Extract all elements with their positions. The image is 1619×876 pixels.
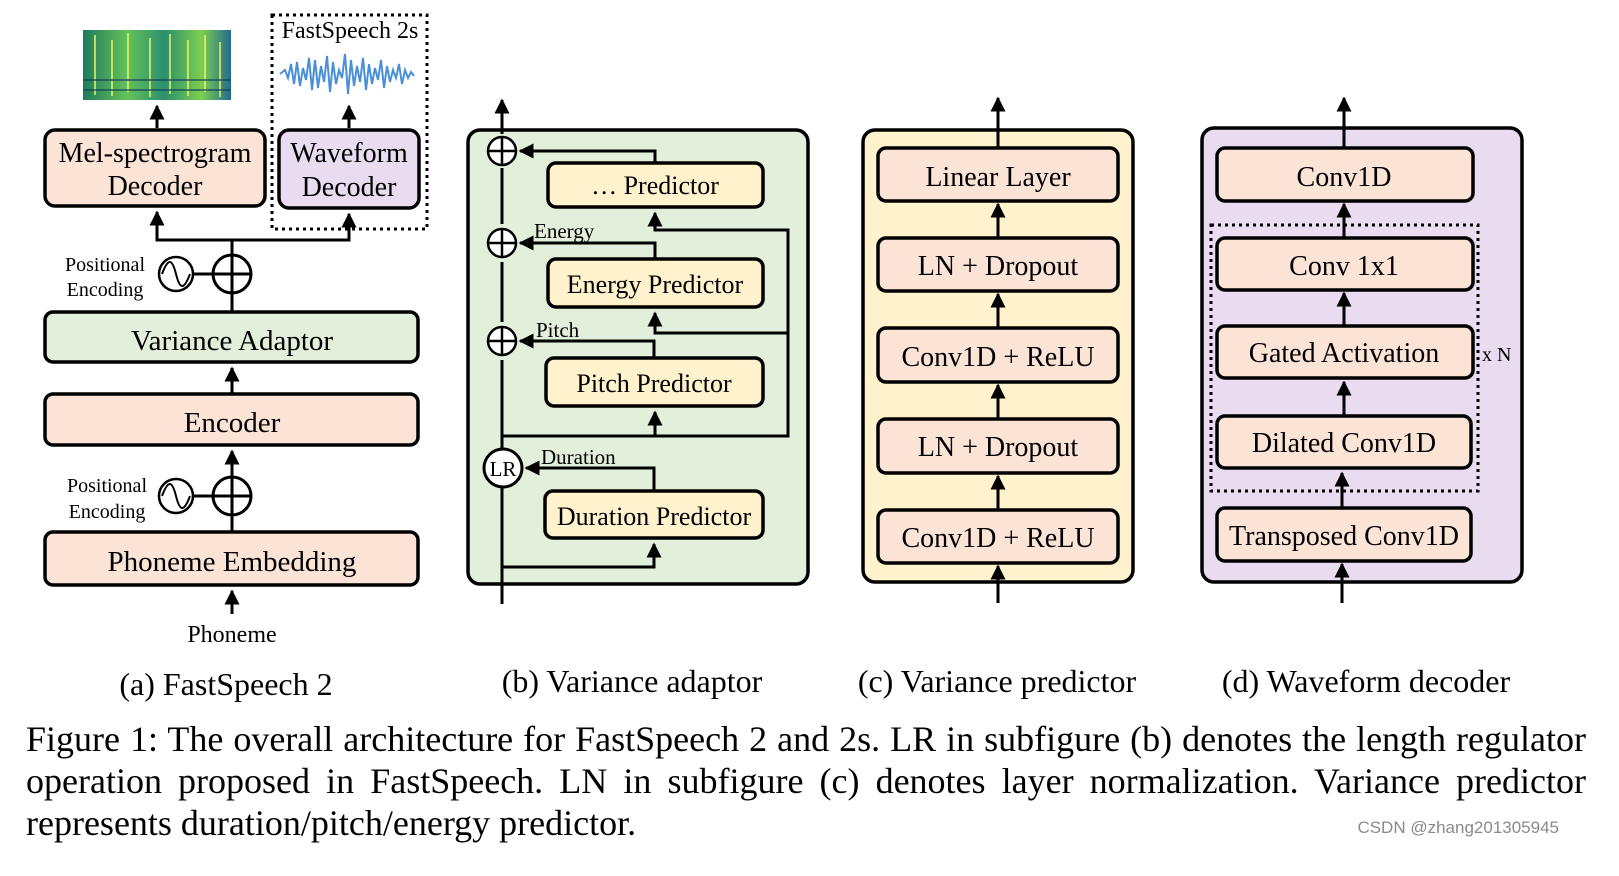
add-icon bbox=[211, 475, 253, 517]
add-icon bbox=[486, 227, 518, 259]
sine-icon bbox=[157, 255, 195, 293]
encoder-box bbox=[43, 392, 420, 447]
energy-edge-label: Energy bbox=[534, 219, 595, 243]
ln-dropout-label-1: LN + Dropout bbox=[918, 251, 1079, 282]
add-icon bbox=[486, 325, 518, 357]
conv1d-relu-label-2: Conv1D + ReLU bbox=[901, 523, 1094, 554]
duration-edge-label: Duration bbox=[541, 445, 616, 469]
watermark: CSDN @zhang201305945 bbox=[1357, 818, 1559, 837]
energy-predictor-label: Energy Predictor bbox=[567, 270, 744, 299]
phoneme-input-label: Phoneme bbox=[187, 622, 276, 648]
caption-a: (a) FastSpeech 2 bbox=[119, 666, 332, 702]
duration-predictor-label: Duration Predictor bbox=[557, 502, 752, 531]
dots-predictor-label: … Predictor bbox=[591, 171, 719, 200]
lr-label: LR bbox=[490, 457, 517, 481]
repeat-count-label: x N bbox=[1482, 344, 1511, 366]
phoneme-embedding-label: Phoneme Embedding bbox=[108, 546, 357, 578]
conv1x1-label: Conv 1x1 bbox=[1289, 251, 1399, 282]
fastspeech2s-frame bbox=[270, 13, 429, 231]
panel-d-waveform-decoder: Transposed Conv1D x N Dilated Conv1D Gat… bbox=[1200, 96, 1524, 699]
figure-caption: Figure 1: The overall architecture for F… bbox=[26, 719, 1586, 843]
mel-spectrogram-image bbox=[83, 30, 231, 100]
panel-a-fastspeech2: FastSpeech 2s Mel-spectrogram Decoder Wa… bbox=[43, 13, 429, 702]
conv1d-label: Conv1D bbox=[1297, 162, 1392, 193]
variance-adaptor-box bbox=[43, 310, 420, 364]
pitch-predictor-label: Pitch Predictor bbox=[576, 369, 732, 398]
positional-encoding-lower-2: Encoding bbox=[69, 501, 146, 523]
pitch-edge-label: Pitch bbox=[536, 318, 580, 342]
linear-layer-label: Linear Layer bbox=[925, 162, 1071, 193]
positional-encoding-lower-1: Positional bbox=[67, 475, 147, 497]
waveform-image bbox=[279, 53, 415, 95]
mel-decoder-label-2: Decoder bbox=[108, 171, 204, 202]
transposed-conv1d-label: Transposed Conv1D bbox=[1229, 521, 1459, 552]
gated-activation-label: Gated Activation bbox=[1249, 338, 1440, 369]
caption-c: (c) Variance predictor bbox=[858, 663, 1137, 699]
mel-spectrogram-decoder-box bbox=[43, 128, 267, 208]
caption-d: (d) Waveform decoder bbox=[1222, 663, 1511, 699]
architecture-figure: FastSpeech 2s Mel-spectrogram Decoder Wa… bbox=[43, 13, 1524, 702]
length-regulator-node bbox=[482, 447, 524, 489]
mel-decoder-label-1: Mel-spectrogram bbox=[59, 138, 252, 169]
ln-dropout-label-2: LN + Dropout bbox=[918, 432, 1079, 463]
phoneme-embedding-box bbox=[43, 530, 420, 587]
encoder-label: Encoder bbox=[184, 407, 281, 439]
caption-b: (b) Variance adaptor bbox=[502, 663, 763, 699]
panel-c-variance-predictor: Conv1D + ReLU LN + Dropout Conv1D + ReLU… bbox=[858, 96, 1137, 699]
fastspeech2s-label: FastSpeech 2s bbox=[282, 18, 419, 44]
variance-adaptor-label: Variance Adaptor bbox=[131, 325, 333, 357]
panel-b-variance-adaptor: LR … Predictor Energy Predictor Energy P… bbox=[466, 98, 810, 699]
waveform-decoder-label-2: Decoder bbox=[302, 172, 398, 203]
waveform-decoder-box bbox=[277, 128, 421, 210]
waveform-decoder-label-1: Waveform bbox=[290, 138, 408, 169]
sine-icon bbox=[157, 477, 195, 515]
dilated-conv1d-label: Dilated Conv1D bbox=[1252, 428, 1436, 459]
add-icon bbox=[211, 253, 253, 295]
add-icon bbox=[486, 135, 518, 167]
positional-encoding-upper-2: Encoding bbox=[67, 279, 144, 301]
transposed-conv1d-box bbox=[1215, 506, 1473, 563]
conv1d-relu-label-1: Conv1D + ReLU bbox=[901, 342, 1094, 373]
positional-encoding-upper-1: Positional bbox=[65, 254, 145, 276]
